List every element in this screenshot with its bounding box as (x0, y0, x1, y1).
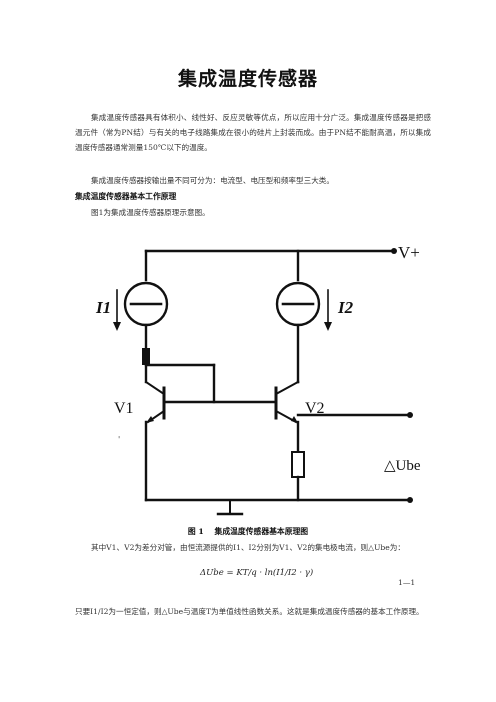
types-paragraph: 集成温度传感器按输出量不同可分为：电流型、电压型和频率型三大类。 (91, 176, 334, 185)
equation-number: 1—1 (398, 578, 416, 587)
output-terminal-bottom (407, 497, 413, 503)
resistor (291, 451, 305, 478)
label-i1: I1 (95, 298, 111, 317)
figure-caption: 图 1 集成温度传感器基本原理图 (0, 526, 496, 537)
label-v2: V2 (305, 400, 325, 417)
label-vplus: V+ (398, 243, 420, 262)
caption-text: 集成温度传感器基本原理图 (214, 527, 309, 536)
stray-mark: ' (118, 435, 121, 444)
explanation-paragraph: 其中V1、V2为差分对管，由恒流源提供的I1、I2分别为V1、V2的集电极电流，… (91, 543, 405, 552)
page-title: 集成温度传感器 (177, 68, 318, 90)
figure-intro: 图1为集成温度传感器原理示意图。 (91, 208, 210, 217)
label-delta-ube: △Ube (384, 458, 421, 474)
circuit-diagram: V+ I1 I2 V1 V2 △Ube (95, 243, 421, 516)
label-v1: V1 (114, 400, 134, 417)
output-terminal-top (407, 412, 413, 418)
equation: ΔUbe = KT/q · ln(I1/I2 · γ) (200, 568, 313, 578)
conclusion-paragraph: 只要I1/I2为一恒定值，则△Ube与温度T为单值线性函数关系。这就是集成温度传… (75, 607, 424, 616)
vplus-terminal (391, 248, 397, 254)
label-i2: I2 (337, 298, 354, 317)
caption-number: 图 1 (187, 527, 204, 536)
equation-lhs: ΔUbe = (200, 568, 234, 578)
equation-rhs: KT/q · ln(I1/I2 · γ) (236, 568, 314, 578)
intro-paragraph: 集成温度传感器具有体积小、线性好、反应灵敏等优点，所以应用十分广泛。集成温度传感… (75, 113, 431, 152)
section-heading: 集成温度传感器基本工作原理 (75, 192, 177, 201)
